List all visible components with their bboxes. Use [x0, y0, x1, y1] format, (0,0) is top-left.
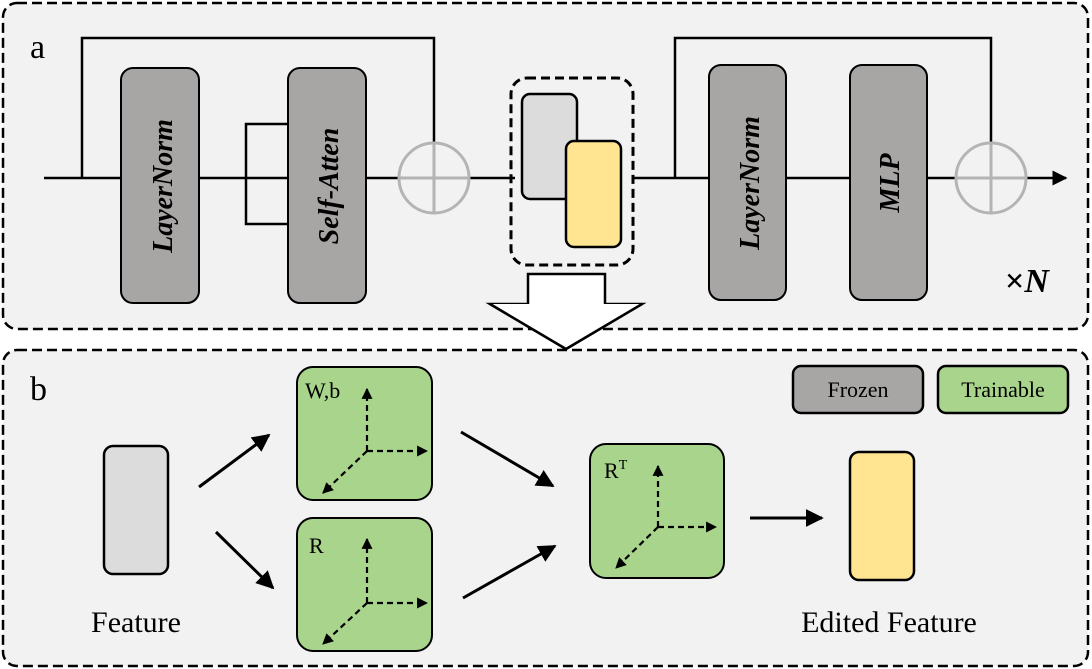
svg-text:LayerNorm: LayerNorm	[735, 116, 766, 251]
svg-text:MLP: MLP	[875, 153, 906, 214]
panel-a-label: a	[30, 29, 45, 66]
arrow-feature-to-wb	[198, 433, 271, 489]
layernorm-block-2: LayerNorm	[708, 64, 787, 301]
edited-feature-label: Edited Feature	[801, 606, 977, 639]
repeat-count: ×N	[1005, 263, 1050, 300]
legend-frozen: Frozen	[791, 364, 925, 415]
panel-b-label: b	[30, 371, 47, 408]
svg-text:R: R	[309, 533, 324, 558]
legend-trainable: Trainable	[936, 364, 1070, 415]
edited-feature-block	[564, 139, 623, 249]
arrow-feature-to-r	[214, 530, 275, 590]
arrow-wb-to-rt	[460, 430, 555, 488]
feature-label: Feature	[91, 606, 181, 639]
svg-text:LayerNorm: LayerNorm	[148, 119, 179, 254]
self-attention-block: Self-Atten	[287, 67, 367, 304]
mlp-block: MLP	[849, 64, 928, 301]
arrow-r-to-rt	[462, 544, 557, 600]
attention-input-bracket	[244, 122, 289, 226]
svg-text:Self-Atten: Self-Atten	[314, 128, 345, 245]
svg-text:Frozen: Frozen	[827, 377, 888, 402]
svg-text:W,b: W,b	[305, 378, 340, 403]
wb-transform-box: W,b	[296, 366, 433, 501]
rt-transform-box: RT	[589, 443, 725, 579]
residual-path-2	[673, 36, 993, 178]
edit-module-frame	[509, 76, 635, 267]
axes-icon	[615, 464, 718, 569]
layernorm-block-1: LayerNorm	[120, 67, 200, 304]
edited-feature-output	[848, 450, 916, 582]
add-circle-2	[954, 141, 1028, 215]
feature-block	[102, 444, 170, 576]
axes-icon	[322, 537, 429, 645]
residual-path-1	[80, 36, 436, 178]
svg-text:RT: RT	[604, 458, 628, 483]
r-transform-box: R	[296, 517, 433, 652]
add-circle-1	[397, 141, 471, 215]
svg-text:Trainable: Trainable	[961, 377, 1045, 402]
axes-icon	[322, 387, 429, 494]
